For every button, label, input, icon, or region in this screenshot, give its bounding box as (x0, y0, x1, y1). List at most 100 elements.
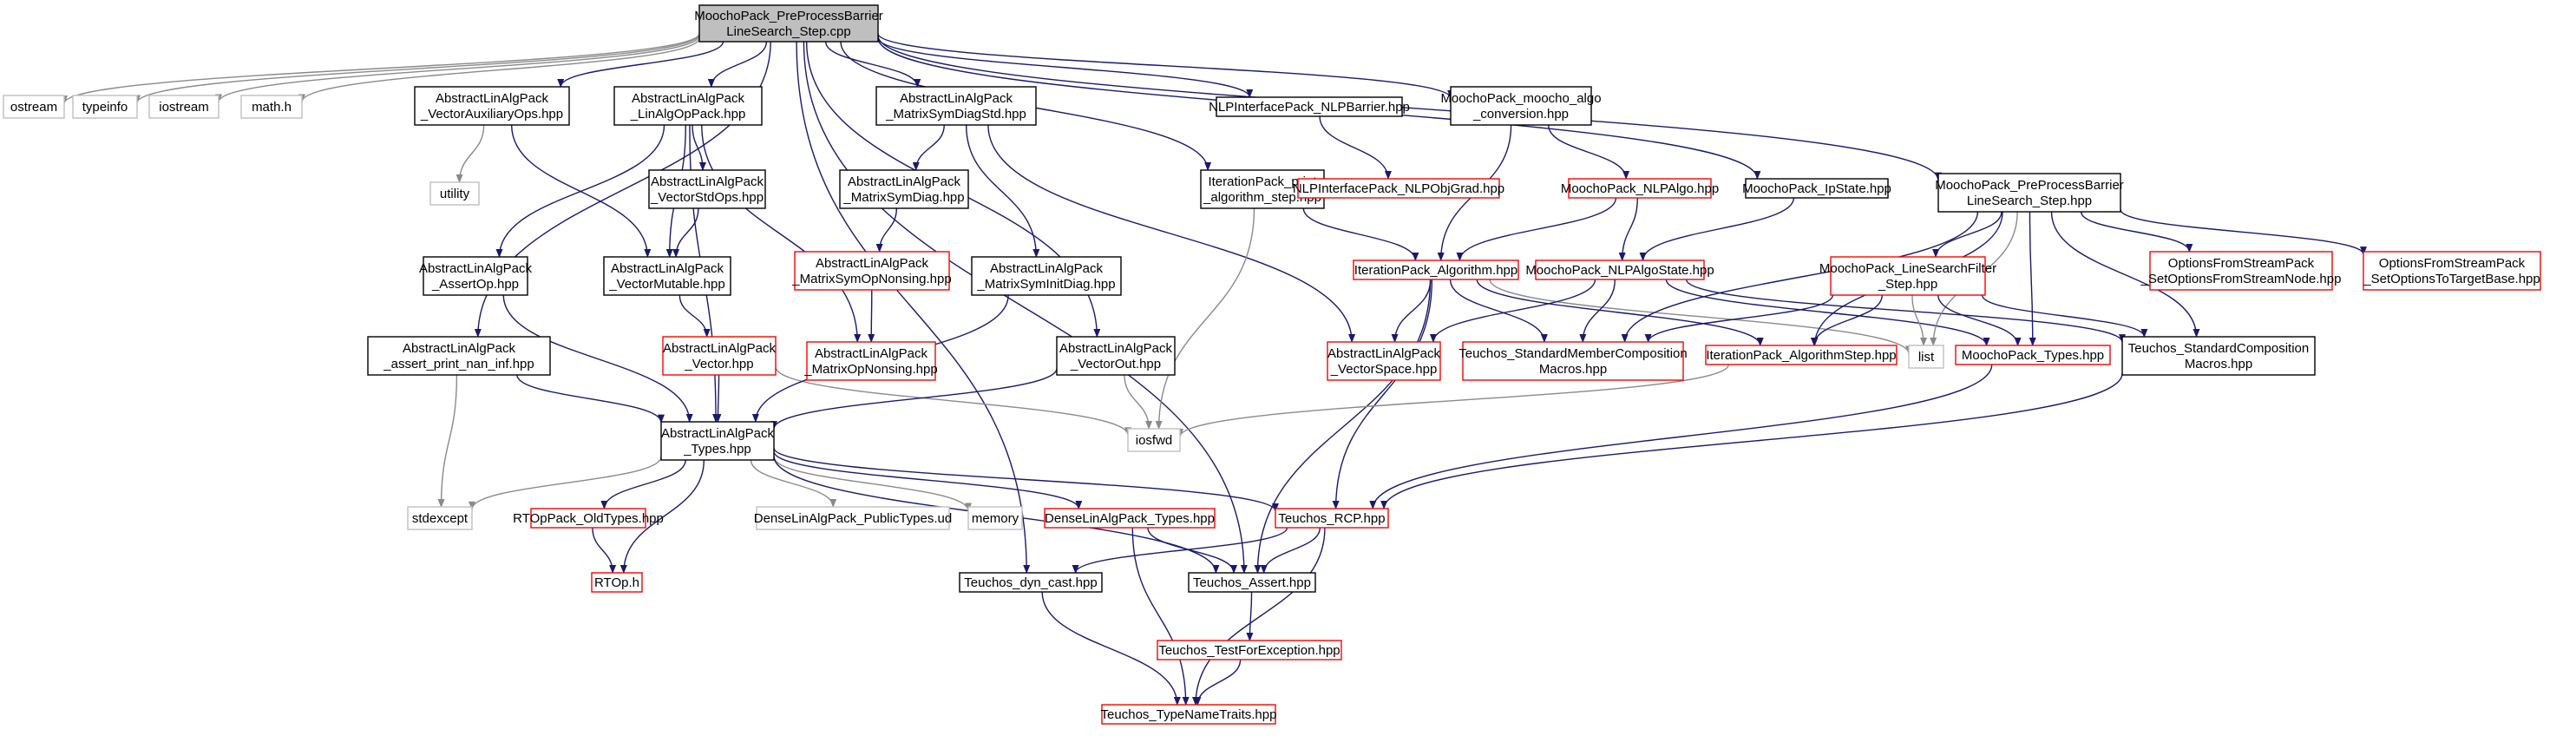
node-label: _MatrixSymDiag.hpp (842, 190, 964, 205)
node-assertnan[interactable]: AbstractLinAlgPack_assert_print_nan_inf.… (367, 336, 551, 376)
node-box (662, 336, 777, 376)
node-label: Teuchos_StandardMemberComposition (1458, 346, 1687, 361)
node-nlpobjgrad[interactable]: NLPInterfacePack_NLPObjGrad.hpp (1293, 178, 1504, 199)
node-densetypes[interactable]: DenseLinAlgPack_Types.hpp (1044, 508, 1216, 529)
node-label: AbstractLinAlgPack (632, 91, 745, 106)
node-vecaux[interactable]: AbstractLinAlgPack_VectorAuxiliaryOps.hp… (414, 86, 570, 126)
node-box (1830, 256, 1986, 296)
node-dyncast[interactable]: Teuchos_dyn_cast.hpp (959, 572, 1103, 593)
edge-iterprint-to-iosfwd (1155, 207, 1255, 430)
node-rtoph[interactable]: RTOp.h (591, 572, 643, 593)
edge-root-to-typeinfo (134, 34, 700, 104)
node-label: math.h (252, 100, 292, 115)
node-label: MoochoPack_PreProcessBarrier (694, 9, 883, 23)
edge-iteralgostep-to-iosfwd (1177, 364, 1729, 438)
node-label: AbstractLinAlgPack (848, 174, 961, 189)
node-rcp[interactable]: Teuchos_RCP.hpp (1275, 508, 1389, 529)
node-vector[interactable]: AbstractLinAlgPack_Vector.hpp (662, 336, 777, 376)
node-mptypes[interactable]: MoochoPack_Types.hpp (1955, 345, 2111, 365)
node-label: DenseLinAlgPack_Types.hpp (1045, 511, 1215, 526)
node-matsyminitdiag[interactable]: AbstractLinAlgPack_MatrixSymInitDiag.hpp (971, 256, 1122, 296)
node-label: ostream (10, 100, 57, 115)
node-matsymopnons[interactable]: AbstractLinAlgPack_MatrixSymOpNonsing.hp… (791, 251, 952, 291)
edge-preprocess_hpp-to-optsettarget (2120, 209, 2367, 256)
node-label: Teuchos_TypeNameTraits.hpp (1101, 707, 1277, 722)
node-box (1101, 704, 1276, 725)
node-box (1908, 345, 1944, 369)
node-box (1157, 640, 1342, 660)
edge-root-to-linalgop (707, 41, 768, 88)
node-box (839, 169, 969, 209)
node-label: _conversion.hpp (1472, 107, 1569, 122)
edge-nlpalgostate-to-vecspace (1430, 279, 1596, 343)
edge-vecout-to-iosfwd (1124, 374, 1153, 430)
node-matsymdiag[interactable]: AbstractLinAlgPack_MatrixSymDiag.hpp (839, 169, 969, 209)
edge-types-to-denseud (750, 459, 837, 508)
node-label: MoochoPack_LineSearchFilter (1819, 261, 1996, 276)
node-vecout[interactable]: AbstractLinAlgPack_VectorOut.hpp (1056, 336, 1176, 376)
node-ostream: ostream (3, 95, 65, 119)
node-label: IterationPack_AlgorithmStep.hpp (1706, 348, 1896, 363)
node-label: utility (440, 187, 470, 201)
node-box (1353, 260, 1519, 280)
node-typenametraits[interactable]: Teuchos_TypeNameTraits.hpp (1101, 704, 1277, 725)
edge-vector-to-iosfwd (775, 366, 1131, 437)
node-box (971, 256, 1122, 296)
node-optsettarget[interactable]: OptionsFromStreamPack_SetOptionsToTarget… (2363, 251, 2541, 291)
node-vecspace[interactable]: AbstractLinAlgPack_VectorSpace.hpp (1327, 341, 1441, 381)
edge-linalgop-to-vecstdops (692, 124, 706, 171)
node-label: AbstractLinAlgPack (403, 341, 516, 356)
node-label: Teuchos_Assert.hpp (1193, 575, 1311, 590)
node-assertop[interactable]: AbstractLinAlgPack_AssertOp.hpp (419, 256, 533, 296)
node-iteralgo[interactable]: IterationPack_Algorithm.hpp (1353, 260, 1519, 280)
node-root[interactable]: MoochoPack_PreProcessBarrierLineSearch_S… (694, 4, 883, 43)
edge-linesearchfilter-to-mptypes (1937, 294, 2022, 346)
node-vecstdops[interactable]: AbstractLinAlgPack_VectorStdOps.hpp (648, 169, 766, 209)
node-ipstate[interactable]: MoochoPack_IpState.hpp (1742, 178, 1891, 199)
edge-types-to-rcp (773, 447, 1279, 512)
node-label: iosfwd (1136, 433, 1173, 448)
edge-root-to-dyncast (796, 41, 1031, 574)
node-nlpalgo[interactable]: MoochoPack_NLPAlgo.hpp (1561, 178, 1719, 199)
node-label: _Step.hpp (1878, 277, 1937, 292)
edge-iteralgo-to-stdmembercomp (1449, 279, 1548, 343)
node-assert[interactable]: Teuchos_Assert.hpp (1188, 572, 1316, 593)
node-box (414, 86, 570, 126)
node-vecmutable[interactable]: AbstractLinAlgPack_VectorMutable.hpp (603, 256, 731, 296)
node-linalgop[interactable]: AbstractLinAlgPack_LinAlgOpPack.hpp (613, 86, 763, 126)
node-iostream: iostream (148, 95, 220, 119)
edge-types-to-rtoph (619, 459, 705, 574)
edge-linesearchfilter-to-list (1911, 294, 1928, 346)
node-preprocess_hpp[interactable]: MoochoPack_PreProcessBarrierLineSearch_S… (1935, 173, 2124, 213)
node-label: NLPInterfacePack_NLPBarrier.hpp (1209, 100, 1410, 115)
node-linesearchfilter[interactable]: MoochoPack_LineSearchFilter_Step.hpp (1819, 256, 1996, 296)
edge-ipstate-to-nlpalgostate (1639, 197, 1795, 261)
node-optsetnode[interactable]: OptionsFromStreamPack_SetOptionsFromStre… (2140, 251, 2342, 291)
node-label: AbstractLinAlgPack (1327, 346, 1441, 361)
node-nlpalgostate[interactable]: MoochoPack_NLPAlgoState.hpp (1525, 260, 1714, 280)
node-label: AbstractLinAlgPack (816, 256, 929, 271)
edge-iteralgo-to-assert (1254, 279, 1432, 574)
node-label: AbstractLinAlgPack (815, 346, 928, 361)
node-testforexc[interactable]: Teuchos_TestForException.hpp (1157, 640, 1342, 660)
node-label: MoochoPack_NLPAlgo.hpp (1561, 181, 1719, 196)
node-stdmembercomp[interactable]: Teuchos_StandardMemberCompositionMacros.… (1458, 341, 1688, 381)
node-stdexcept: stdexcept (407, 506, 473, 530)
node-label: OptionsFromStreamPack (2168, 256, 2315, 271)
node-rtopold[interactable]: RTOpPack_OldTypes.hpp (513, 508, 664, 529)
node-matsymdiagstd[interactable]: AbstractLinAlgPack_MatrixSymDiagStd.hpp (875, 86, 1037, 126)
node-nlpbarrier[interactable]: NLPInterfacePack_NLPBarrier.hpp (1209, 96, 1410, 117)
node-label: MoochoPack_Types.hpp (1962, 348, 2104, 363)
edge-linesearchfilter-to-iteralgostep (1810, 294, 1883, 346)
edge-assertop-to-types (502, 294, 693, 423)
node-box (1216, 96, 1403, 117)
node-algoconv[interactable]: MoochoPack_moocho_algo_conversion.hpp (1440, 86, 1602, 126)
node-types[interactable]: AbstractLinAlgPack_Types.hpp (660, 421, 775, 461)
node-iteralgostep[interactable]: IterationPack_AlgorithmStep.hpp (1705, 345, 1898, 365)
node-matopnons[interactable]: AbstractLinAlgPack_MatrixOpNonsing.hpp (803, 341, 938, 381)
node-layer: MoochoPack_PreProcessBarrierLineSearch_S… (3, 4, 2541, 725)
node-label: Macros.hpp (2185, 357, 2252, 371)
node-label: IterationPack_print (1208, 174, 1317, 189)
edge-rtopold-to-rtoph (592, 527, 617, 574)
